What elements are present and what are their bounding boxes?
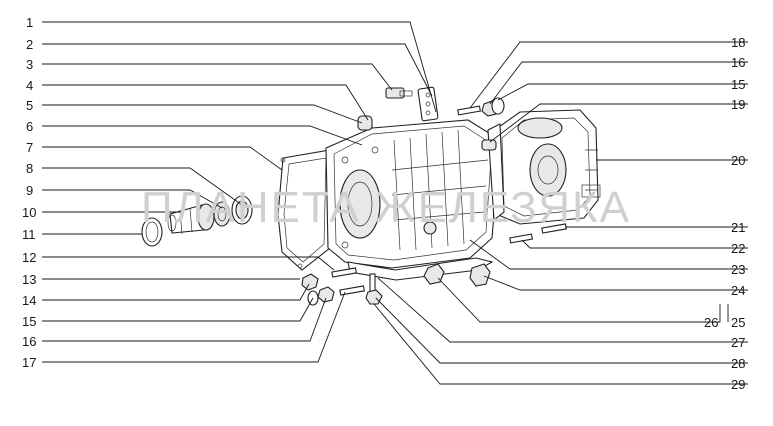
callout-11: 11 — [22, 227, 36, 242]
callout-29: 29 — [731, 377, 745, 392]
oil-seal-9 — [213, 201, 231, 227]
callout-20: 20 — [731, 153, 745, 168]
callout-22: 22 — [731, 241, 745, 256]
callout-27: 27 — [731, 335, 745, 350]
dowel-bushing-19 — [481, 139, 497, 151]
rear-case — [491, 109, 601, 225]
callout-7: 7 — [26, 140, 33, 155]
callout-10: 10 — [22, 205, 36, 220]
callout-24: 24 — [731, 283, 745, 298]
callout-19: 19 — [731, 97, 745, 112]
watermark-text: ПЛАНЕТА ЖЕЛЕЗЯКА — [141, 183, 631, 232]
plug-5 — [357, 115, 373, 131]
callout-5: 5 — [26, 98, 33, 113]
callout-16-right: 16 — [731, 55, 745, 70]
callout-23: 23 — [731, 262, 745, 277]
callout-18: 18 — [731, 35, 745, 50]
callout-13: 13 — [22, 272, 36, 287]
breather-plate — [417, 86, 439, 122]
leader-lines — [42, 21, 748, 385]
callout-8: 8 — [26, 161, 33, 176]
callout-28: 28 — [731, 356, 745, 371]
filler-plug-24 — [469, 263, 491, 287]
stud-18 — [457, 105, 481, 116]
breather-4 — [385, 87, 413, 99]
callout-12: 12 — [22, 250, 36, 265]
gasket-front — [277, 149, 337, 271]
callout-26: 26 — [704, 315, 718, 330]
seal-ring-11 — [141, 217, 163, 247]
callout-2: 2 — [26, 37, 33, 52]
fasteners-left — [301, 267, 365, 306]
studs-21-22 — [509, 223, 567, 244]
callouts-left: 1 2 3 4 5 6 7 8 9 10 11 12 13 14 15 16 1… — [22, 15, 36, 370]
callout-6: 6 — [26, 119, 33, 134]
callout-15-right: 15 — [731, 77, 745, 92]
oil-seal-8 — [231, 195, 253, 225]
callout-3: 3 — [26, 57, 33, 72]
clutch-housing — [325, 119, 501, 269]
washer-15-top — [491, 97, 505, 115]
callout-1: 1 — [26, 15, 33, 30]
callout-21: 21 — [731, 220, 745, 235]
callout-15: 15 — [22, 314, 36, 329]
fasteners-bottom — [365, 273, 383, 305]
callout-4: 4 — [26, 78, 33, 93]
callout-16: 16 — [22, 334, 36, 349]
callouts-right: 18 16 15 19 20 21 22 23 24 25 26 27 28 2… — [704, 35, 745, 392]
callout-17: 17 — [22, 355, 36, 370]
callout-9: 9 — [26, 183, 33, 198]
callout-25: 25 — [731, 315, 745, 330]
callout-14: 14 — [22, 293, 36, 308]
